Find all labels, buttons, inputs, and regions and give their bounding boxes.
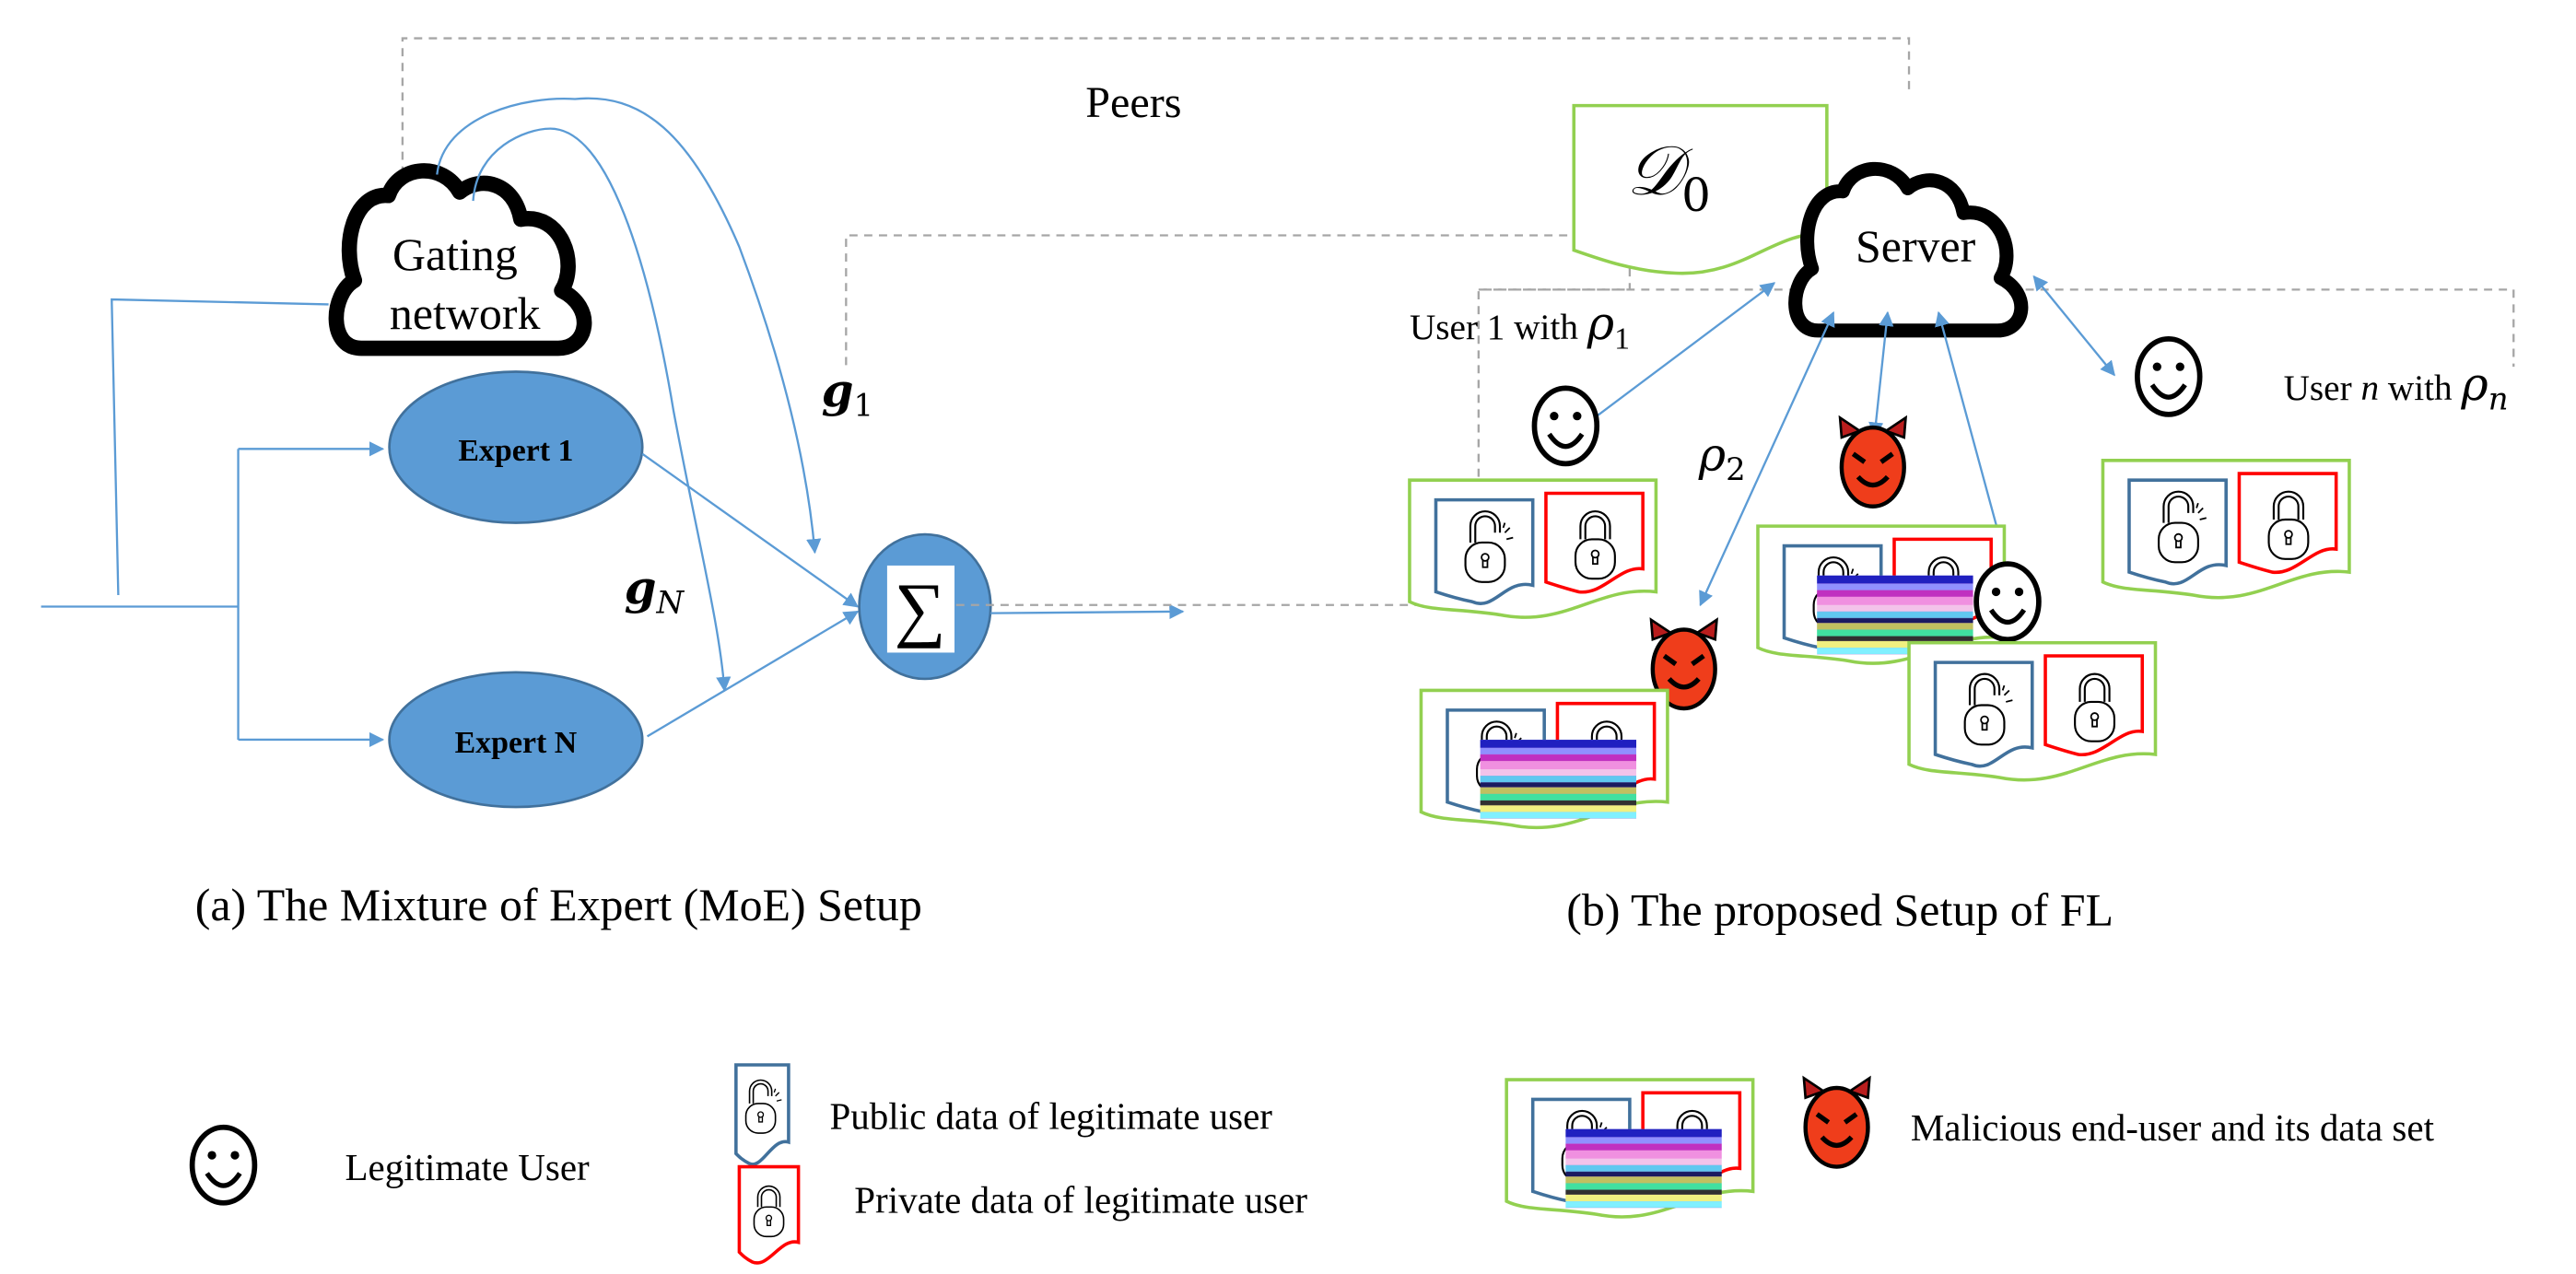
caption-b: (b) The proposed Setup of FL bbox=[1566, 884, 2113, 935]
gate-curve-g1 bbox=[436, 97, 822, 555]
user-n-label: User n with ρn bbox=[2284, 357, 2509, 417]
sum-output-arrow bbox=[990, 603, 1185, 620]
gate-curve-gn bbox=[472, 127, 732, 693]
panel-a-moe: Peers Gating network Expert 1 Expert N g bbox=[41, 37, 1911, 930]
legend-legitimate-user: Legitimate User bbox=[345, 1146, 590, 1188]
legend-devil-icon bbox=[1804, 1078, 1869, 1166]
user-1-dataset bbox=[1410, 480, 1656, 617]
legend-malicious-user: Malicious end-user and its data set bbox=[1911, 1106, 2435, 1149]
expert-n-label: Expert N bbox=[455, 726, 578, 760]
legit-center-dataset bbox=[1909, 643, 2155, 780]
user-2-rho-label: ρ2 bbox=[1698, 428, 1746, 488]
server-dataset-d0: 𝒟0 bbox=[1572, 103, 1829, 275]
expert-1-to-sum bbox=[641, 452, 860, 608]
user-1-label: User 1 with ρ1 bbox=[1410, 297, 1630, 356]
malicious-user-center-devil-icon bbox=[1840, 417, 1905, 506]
gating-label-line1: Gating bbox=[392, 229, 518, 280]
peers-connector bbox=[401, 37, 1911, 175]
caption-a: (a) The Mixture of Expert (MoE) Setup bbox=[195, 880, 922, 930]
link-user-n bbox=[2032, 275, 2115, 377]
server-cloud: Server bbox=[1796, 169, 2021, 330]
expert-1-node: Expert 1 bbox=[388, 370, 644, 524]
legend: Legitimate User Public data of legitimat… bbox=[193, 1063, 2435, 1265]
legend-private-data-icon bbox=[737, 1164, 801, 1265]
peers-label: Peers bbox=[1085, 78, 1181, 127]
expert-n-node: Expert N bbox=[388, 671, 644, 809]
legit-user-center-smiley-icon bbox=[1976, 564, 2039, 639]
legend-public-data-icon bbox=[734, 1063, 790, 1166]
legend-private-data: Private data of legitimate user bbox=[854, 1178, 1307, 1221]
gating-network-cloud: Gating network bbox=[336, 170, 584, 348]
gating-label-line2: network bbox=[390, 288, 541, 339]
link-malicious-center bbox=[1868, 310, 1894, 438]
gate-label-g1: g1 bbox=[822, 363, 873, 424]
link-user-1 bbox=[1575, 282, 1776, 432]
link-user-center-legit bbox=[1935, 310, 2005, 544]
legit-user-n-smiley-icon bbox=[2137, 339, 2200, 415]
expert-1-label: Expert 1 bbox=[458, 434, 573, 468]
expert-n-to-sum bbox=[646, 610, 860, 738]
malicious-left-dataset bbox=[1421, 690, 1667, 827]
sum-to-fl-connector bbox=[955, 288, 1630, 606]
legend-public-data: Public data of legitimate user bbox=[829, 1095, 1272, 1138]
link-user-2-malicious bbox=[1699, 310, 1835, 607]
panel-b-fl: 𝒟0 Server User 1 with ρ1 ρ2 User n with … bbox=[845, 103, 2515, 935]
input-to-gating bbox=[111, 298, 329, 596]
sum-node: ∑ bbox=[858, 532, 992, 681]
sum-symbol: ∑ bbox=[895, 568, 946, 649]
server-label: Server bbox=[1856, 221, 1976, 272]
legit-user-1-smiley-icon bbox=[1534, 388, 1597, 463]
gate-label-gn: gN bbox=[625, 560, 685, 621]
user-n-dataset bbox=[2102, 461, 2348, 598]
legend-malicious-dataset bbox=[1506, 1080, 1752, 1217]
legend-smiley-icon bbox=[193, 1128, 255, 1203]
peer-link-dash bbox=[845, 234, 1632, 366]
